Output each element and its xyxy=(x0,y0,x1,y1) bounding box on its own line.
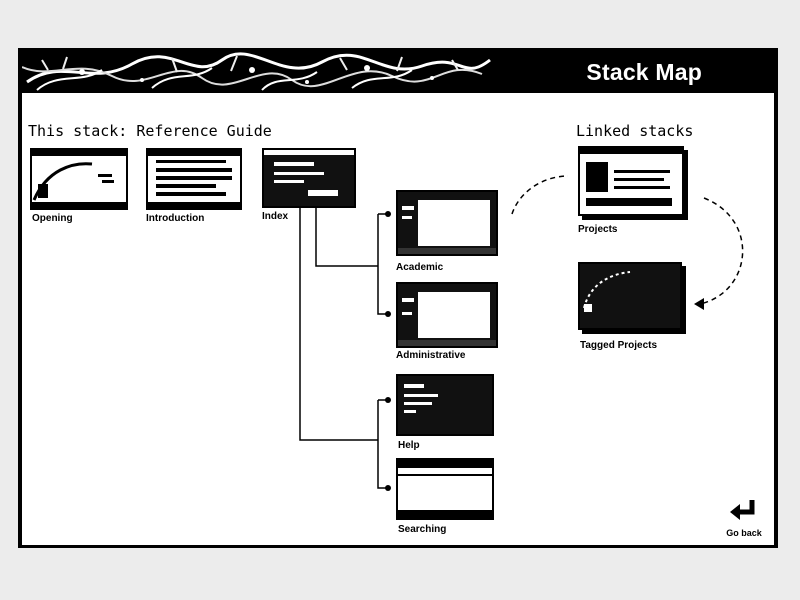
page-title: Stack Map xyxy=(586,59,702,85)
card-tagged-projects-thumbnail[interactable] xyxy=(578,262,682,330)
card-searching-label: Searching xyxy=(398,524,447,535)
go-back-button[interactable]: Go back xyxy=(718,496,770,542)
card-searching-thumbnail[interactable] xyxy=(396,458,494,520)
header-texture xyxy=(22,52,491,91)
projects-preview xyxy=(580,148,682,214)
header-bar: Stack Map xyxy=(22,52,774,93)
administrative-preview xyxy=(398,292,496,346)
return-arrow-icon xyxy=(730,500,755,520)
introduction-preview xyxy=(148,150,240,208)
card-opening-label: Opening xyxy=(32,213,73,224)
card-academic-thumbnail[interactable] xyxy=(396,190,498,256)
academic-preview xyxy=(398,200,496,254)
linked-stacks-heading: Linked stacks xyxy=(576,122,694,140)
index-preview xyxy=(264,150,354,196)
card-help-thumbnail[interactable] xyxy=(396,374,494,436)
card-projects-thumbnail[interactable] xyxy=(578,146,684,216)
card-administrative-thumbnail[interactable] xyxy=(396,282,498,348)
tagged-projects-preview xyxy=(583,271,631,312)
card-tagged-projects-label: Tagged Projects xyxy=(580,340,658,351)
searching-preview xyxy=(398,460,492,518)
card-index-label: Index xyxy=(262,211,289,222)
card-administrative-label: Administrative xyxy=(396,350,466,361)
card-academic-label: Academic xyxy=(396,262,444,273)
this-stack-heading: This stack: Reference Guide xyxy=(28,122,272,140)
card-introduction-label: Introduction xyxy=(146,213,205,224)
card-index-thumbnail[interactable] xyxy=(262,148,356,208)
card-projects-label: Projects xyxy=(578,224,618,235)
card-introduction-thumbnail[interactable] xyxy=(146,148,242,210)
go-back-label: Go back xyxy=(726,528,762,538)
help-preview xyxy=(404,384,438,413)
card-help-label: Help xyxy=(398,440,420,451)
card-opening-thumbnail[interactable] xyxy=(30,148,128,210)
opening-preview xyxy=(32,150,126,208)
